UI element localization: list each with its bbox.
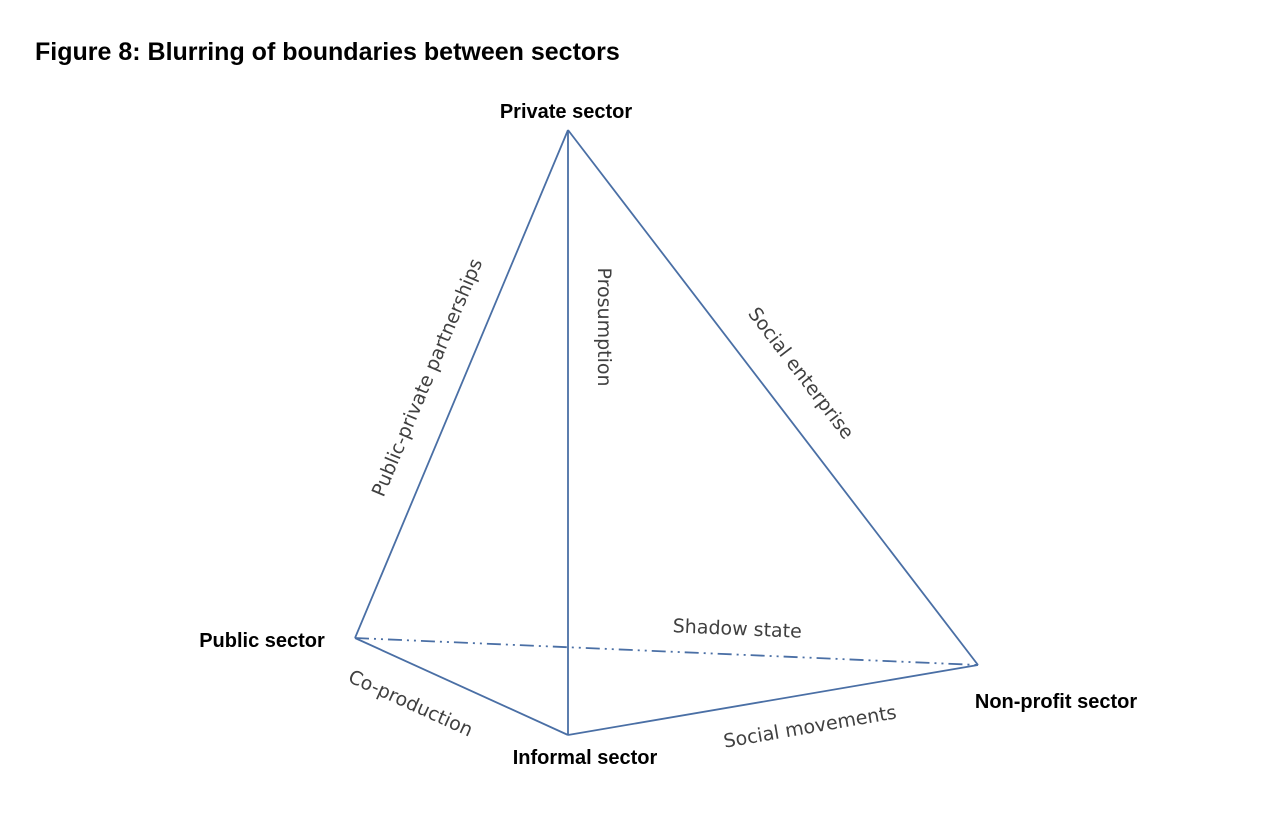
edge-public-nonprofit-hidden [354,637,979,666]
node-label-non-profit-sector: Non-profit sector [975,691,1137,713]
edge-public-informal [354,637,569,736]
node-label-public-sector: Public sector [199,630,325,652]
edge-label-prosumption: Prosumption [593,267,615,386]
node-label-informal-sector: Informal sector [513,747,658,769]
edge-label-co-production: Co-production [345,666,476,742]
edge-label-social-movements: Social movements [722,701,898,752]
edge-public-private [354,129,569,639]
edge-private-nonprofit [567,129,979,666]
edge-label-shadow-state: Shadow state [672,615,802,643]
figure-title: Figure 8: Blurring of boundaries between… [35,38,620,66]
edge-label-social-enterprise: Social enterprise [743,303,858,443]
edge-informal-nonprofit [567,664,979,736]
node-label-private-sector: Private sector [500,101,633,123]
